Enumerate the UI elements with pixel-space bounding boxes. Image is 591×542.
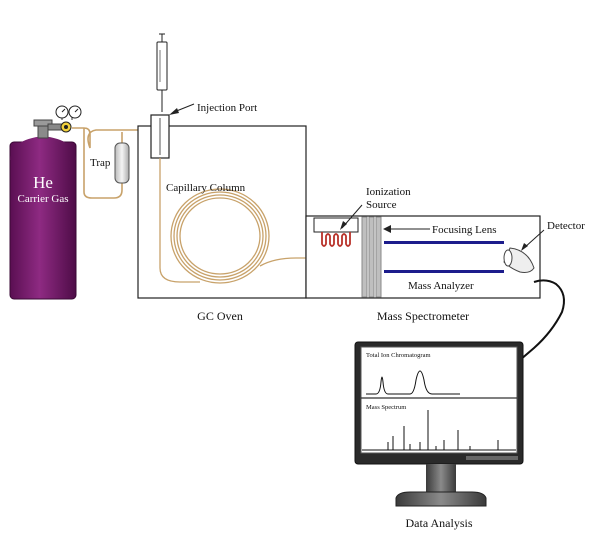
gc-oven-label: GC Oven <box>197 309 243 323</box>
focusing-lens: Focusing Lens <box>361 216 496 298</box>
capillary-column-label: Capillary Column <box>166 182 246 194</box>
trap: Trap <box>90 142 130 184</box>
mass-analyzer: Mass Analyzer <box>384 241 504 292</box>
total-ion-chromatogram-label: Total Ion Chromatogram <box>366 352 431 359</box>
total-ion-chromatogram-panel: Total Ion Chromatogram <box>366 352 460 395</box>
ionization-source: Ionization Source <box>313 186 411 247</box>
mass-analyzer-label: Mass Analyzer <box>408 280 474 292</box>
data-analysis-label: Data Analysis <box>406 516 473 530</box>
source-label: Source <box>366 199 397 211</box>
helium-cylinder: He Carrier Gas <box>9 119 77 300</box>
cylinder-he-label: He <box>33 173 53 192</box>
injection-port: Injection Port <box>150 102 257 159</box>
cylinder-carrier-gas-label: Carrier Gas <box>17 193 68 205</box>
computer-monitor <box>354 341 524 507</box>
chromatogram-trace <box>366 370 460 395</box>
detector-label: Detector <box>547 220 585 232</box>
trap-label: Trap <box>90 157 111 169</box>
detector: Detector <box>503 220 585 273</box>
mass-spectrum-label: Mass Spectrum <box>366 404 406 411</box>
syringe <box>156 33 168 112</box>
mass-spectrum-panel: Mass Spectrum <box>362 404 516 451</box>
capillary-column <box>159 158 314 284</box>
detector-cable <box>519 279 565 361</box>
pressure-regulator <box>47 105 82 133</box>
ionization-label: Ionization <box>366 186 411 198</box>
focusing-lens-label: Focusing Lens <box>432 224 496 236</box>
injection-port-label: Injection Port <box>197 102 257 114</box>
spectrum-peaks <box>387 410 499 450</box>
mass-spectrometer-label: Mass Spectrometer <box>377 309 469 323</box>
